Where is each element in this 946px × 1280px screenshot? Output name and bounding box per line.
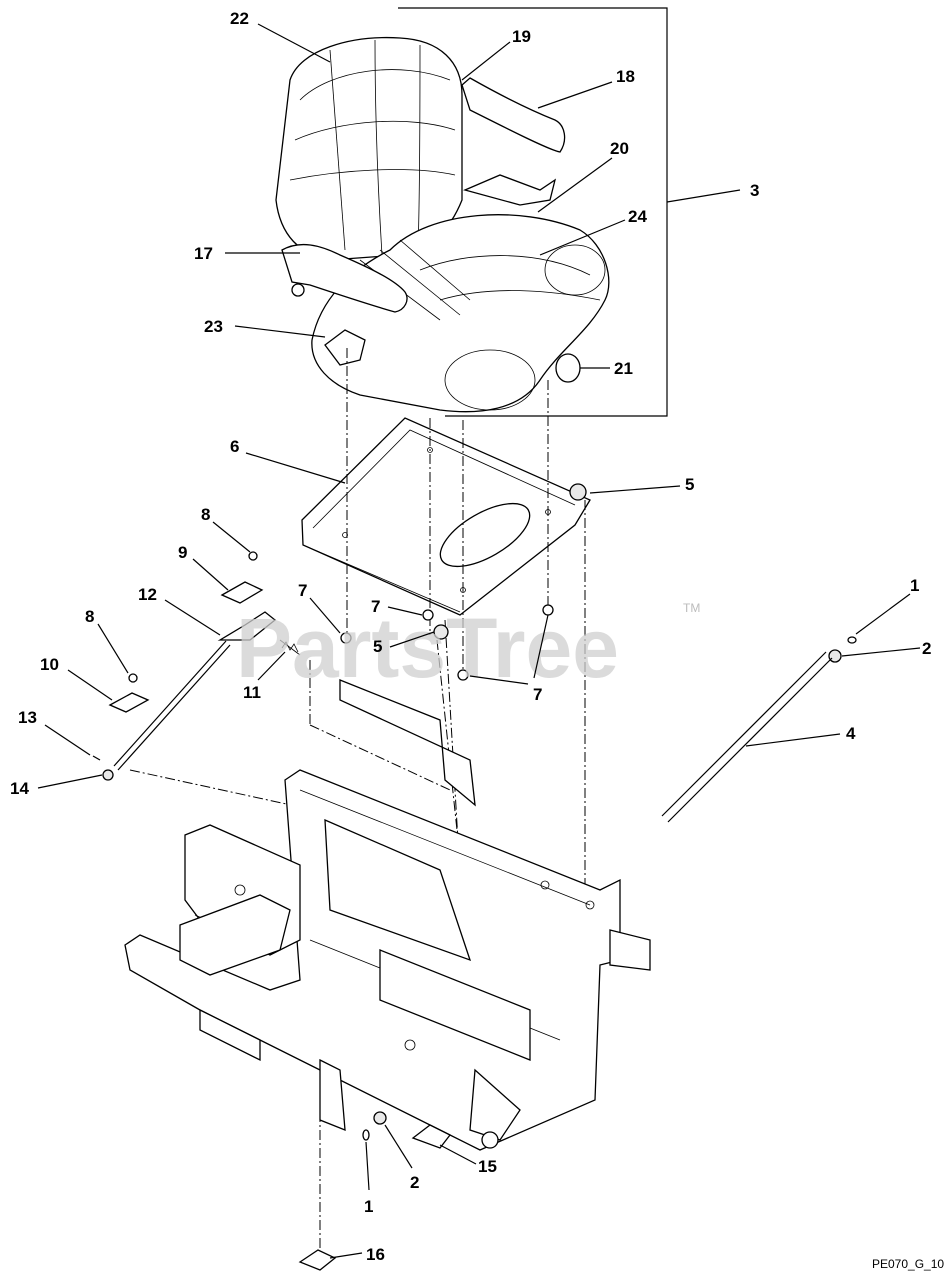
seat-assembly-bracket bbox=[398, 7, 741, 417]
callout-7-left: 7 bbox=[298, 581, 307, 600]
callout-11: 11 bbox=[243, 683, 261, 702]
callout-19: 19 bbox=[512, 27, 531, 46]
callouts: 22 19 18 20 3 24 17 23 21 6 5 8 9 7 7 12… bbox=[10, 9, 931, 1264]
seat-assembly[interactable] bbox=[275, 36, 610, 413]
callout-12: 12 bbox=[138, 585, 157, 604]
callout-5-mid: 5 bbox=[373, 637, 382, 656]
seat-pan-plate[interactable] bbox=[301, 417, 591, 616]
callout-20: 20 bbox=[610, 139, 629, 158]
seat-linkage[interactable] bbox=[92, 581, 301, 771]
callout-21: 21 bbox=[614, 359, 633, 378]
callout-2-bottom: 2 bbox=[410, 1173, 419, 1192]
watermark: PartsTree TM bbox=[236, 601, 700, 695]
callout-7-right: 7 bbox=[533, 685, 542, 704]
pivot-rod[interactable] bbox=[661, 651, 833, 823]
callout-17: 17 bbox=[194, 244, 213, 263]
callout-1-bottom: 1 bbox=[364, 1197, 373, 1216]
callout-10: 10 bbox=[40, 655, 59, 674]
leader-lines bbox=[37, 23, 921, 1259]
callout-5-top: 5 bbox=[685, 475, 694, 494]
diagram-code: PE070_G_10 bbox=[872, 1257, 944, 1271]
callout-22: 22 bbox=[230, 9, 249, 28]
callout-24: 24 bbox=[628, 207, 647, 226]
callout-13: 13 bbox=[18, 708, 37, 727]
callout-6: 6 bbox=[230, 437, 239, 456]
callout-16: 16 bbox=[366, 1245, 385, 1264]
watermark-trademark: TM bbox=[683, 601, 700, 615]
callout-23: 23 bbox=[204, 317, 223, 336]
callout-14: 14 bbox=[10, 779, 29, 798]
callout-8-top: 8 bbox=[201, 505, 210, 524]
callout-18: 18 bbox=[616, 67, 635, 86]
chassis-frame[interactable] bbox=[124, 679, 651, 1151]
callout-1-right: 1 bbox=[910, 576, 919, 595]
watermark-text: PartsTree bbox=[236, 601, 619, 695]
callout-4: 4 bbox=[846, 724, 856, 743]
callout-9: 9 bbox=[178, 543, 187, 562]
callout-2-right: 2 bbox=[922, 639, 931, 658]
callout-7-mid: 7 bbox=[371, 597, 380, 616]
callout-15: 15 bbox=[478, 1157, 497, 1176]
callout-8-left: 8 bbox=[85, 607, 94, 626]
callout-3: 3 bbox=[750, 181, 759, 200]
clips[interactable] bbox=[298, 1124, 451, 1271]
